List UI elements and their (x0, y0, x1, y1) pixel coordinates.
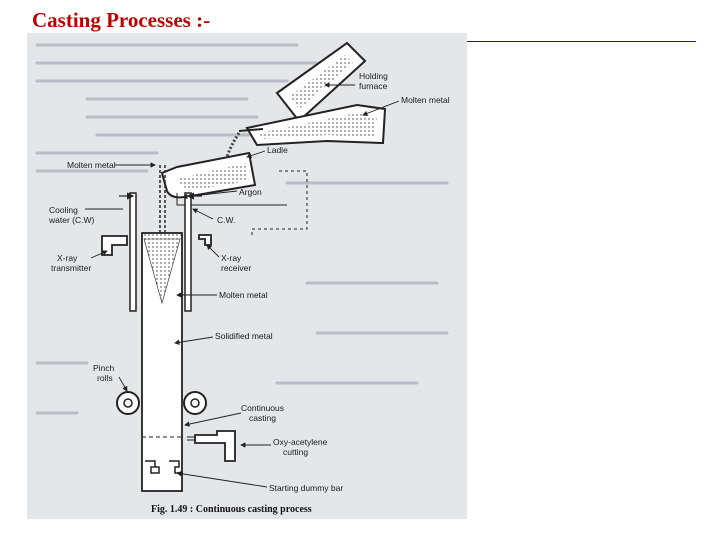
label-xray-receiver-line2: receiver (221, 263, 251, 273)
label-xray-transmitter-line1: X-ray (57, 253, 78, 263)
ladle (160, 151, 257, 199)
label-continuous-casting-line1: Continuous (241, 403, 284, 413)
casting-strand (141, 165, 183, 492)
label-solidified-metal: Solidified metal (215, 331, 273, 341)
label-oxy-acetylene-line1: Oxy-acetylene (273, 437, 328, 447)
scan-background-texture (35, 43, 449, 415)
pour-stream (225, 132, 241, 158)
label-holding-furnace-line1: Holding (359, 71, 388, 81)
figure-caption: Fig. 1.49 : Continuous casting process (151, 504, 312, 515)
slide-title: Casting Processes :- (32, 8, 211, 32)
label-molten-metal-mould: Molten metal (219, 290, 268, 300)
label-argon: Argon (239, 187, 262, 197)
holding-furnace (275, 41, 367, 123)
argon-line (176, 170, 308, 235)
oxy-acetylene-torch (187, 430, 236, 462)
label-cooling-water-line1: Cooling (49, 205, 78, 215)
xray-transmitter (101, 235, 128, 256)
label-starting-dummy-bar: Starting dummy bar (269, 483, 343, 493)
label-oxy-acetylene-line2: cutting (283, 447, 308, 457)
casting-mould (119, 192, 202, 312)
label-molten-metal-top: Molten metal (401, 95, 450, 105)
label-cooling-water-line2: water (C.W) (48, 215, 95, 225)
pinch-rolls (116, 391, 207, 415)
label-cw-right: C.W. (217, 215, 235, 225)
label-holding-furnace-line2: furnace (359, 81, 388, 91)
label-xray-transmitter-line2: transmitter (51, 263, 91, 273)
label-pinch-rolls-line1: Pinch (93, 363, 115, 373)
diagram-labels: Holding furnace Molten metal Ladle Molte… (48, 71, 450, 493)
xray-receiver (198, 234, 212, 246)
label-molten-metal-left: Molten metal (67, 160, 116, 170)
label-ladle: Ladle (267, 145, 288, 155)
leader-lines (85, 82, 400, 488)
label-pinch-rolls-line2: rolls (97, 373, 113, 383)
diagram-figure: Holding furnace Molten metal Ladle Molte… (27, 33, 467, 519)
label-xray-receiver-line1: X-ray (221, 253, 242, 263)
molten-metal-spout (238, 103, 387, 147)
continuous-casting-diagram: Holding furnace Molten metal Ladle Molte… (35, 41, 450, 515)
label-continuous-casting-line2: casting (249, 413, 276, 423)
